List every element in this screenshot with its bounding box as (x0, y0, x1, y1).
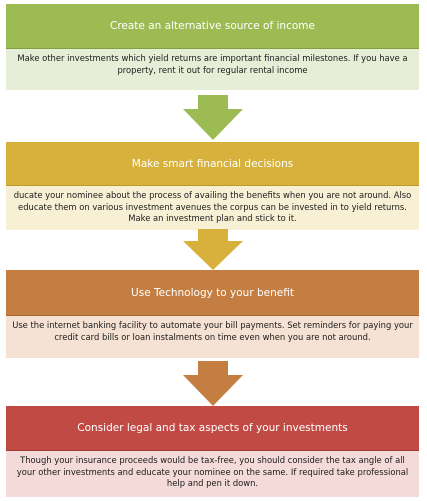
down-arrow-icon (183, 95, 243, 140)
stage-2-description: ducate your nominee about the process of… (6, 186, 419, 230)
stage-4-title: Consider legal and tax aspects of your i… (6, 406, 419, 451)
stage-3-title: Use Technology to your benefit (6, 270, 419, 316)
stage-3-title-text: Use Technology to your benefit (131, 286, 294, 299)
stage-1-description: Make other investments which yield retur… (6, 49, 419, 90)
stage-2-title-text: Make smart financial decisions (131, 157, 294, 170)
stage-4-title-text: Consider legal and tax aspects of your i… (77, 422, 348, 434)
stage-2-title: Make smart financial decisions (6, 142, 419, 186)
stage-3-description: Use the internet banking facility to aut… (6, 316, 419, 358)
stage-1-title-text: Create an alternative source of income (110, 20, 315, 32)
down-arrow-icon (183, 229, 243, 270)
stage-1-title: Create an alternative source of income (6, 4, 419, 49)
down-arrow-icon (183, 361, 243, 406)
stage-4-description: Though your insurance proceeds would be … (6, 451, 419, 497)
